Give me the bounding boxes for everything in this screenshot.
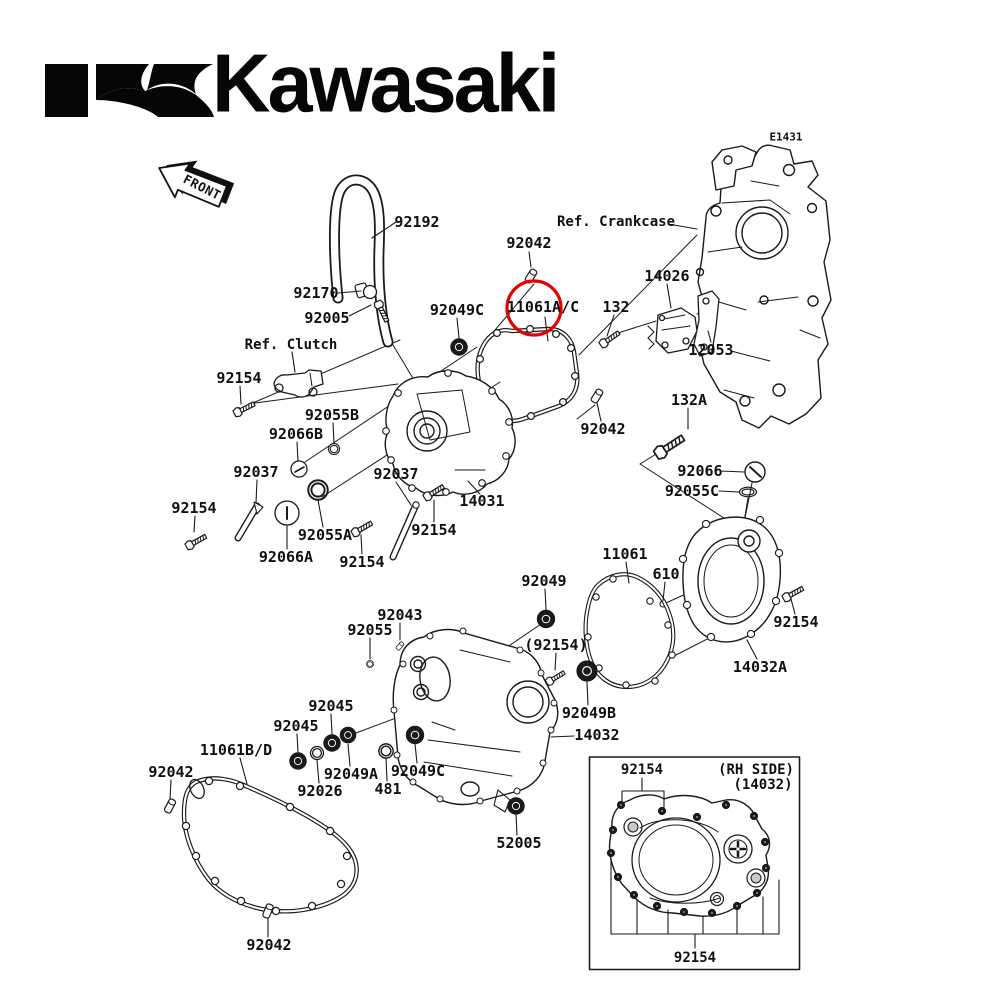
- part-label-92055b: 92055B: [304, 406, 360, 424]
- part-label-92066: 92066: [677, 462, 723, 480]
- part-label-92154: 92154: [171, 499, 217, 517]
- part-label-92055: 92055: [347, 621, 393, 639]
- part-label-92042: 92042: [580, 420, 626, 438]
- part-label-92049c: 92049C: [390, 762, 446, 780]
- part-label-92154: (92154): [524, 636, 588, 654]
- magneto-cover-14031: [382, 338, 516, 497]
- part-label-92055a: 92055A: [297, 526, 353, 544]
- part-label-11061bd: 11061B/D: [199, 741, 273, 759]
- highlight-ellipse: [505, 279, 563, 337]
- part-label-610: 610: [652, 565, 680, 583]
- part-label-11061: 11061: [602, 545, 648, 563]
- crankcase-half-14032: [289, 609, 598, 815]
- part-label-92154: 92154: [673, 950, 717, 966]
- part-label-132: 132: [602, 298, 630, 316]
- part-label-92042: 92042: [246, 936, 292, 954]
- part-label-92055c: 92055C: [664, 482, 720, 500]
- part-label-92192: 92192: [394, 213, 440, 231]
- part-label-14032: 14032: [574, 726, 620, 744]
- part-label-14031: 14031: [459, 492, 505, 510]
- part-label-92049a: 92049A: [323, 765, 379, 783]
- part-label-92066a: 92066A: [258, 548, 314, 566]
- part-label-rhside: (RH SIDE): [718, 762, 794, 778]
- part-label-92154: 92154: [339, 553, 385, 571]
- rh-side-inset: [588, 756, 801, 971]
- leader-lines: [169, 221, 796, 938]
- kawasaki-logo-mark: [45, 64, 214, 117]
- part-label-14032: (14032): [733, 777, 793, 793]
- part-label-92045: 92045: [308, 697, 354, 715]
- part-label-14032a: 14032A: [732, 658, 788, 676]
- part-label-92170: 92170: [293, 284, 339, 302]
- clutch-release-parts: [183, 369, 447, 561]
- part-label-92066b: 92066B: [268, 425, 324, 443]
- part-label-refcrankcase: Ref. Crankcase: [556, 214, 676, 230]
- part-label-92049: 92049: [521, 572, 567, 590]
- part-label-92042: 92042: [148, 763, 194, 781]
- part-label-92049b: 92049B: [561, 704, 617, 722]
- part-label-refclutch: Ref. Clutch: [244, 337, 338, 353]
- front-arrow-icon: FRONT: [158, 160, 235, 208]
- breather-hose: [328, 174, 394, 348]
- part-label-92043: 92043: [377, 606, 423, 624]
- part-label-92049c: 92049C: [429, 301, 485, 319]
- part-label-92026: 92026: [297, 782, 343, 800]
- crankcase-drawing: [695, 144, 832, 429]
- part-label-14026: 14026: [644, 267, 690, 285]
- chain-guide-bracket: [597, 290, 720, 357]
- clutch-cover-parts: [523, 267, 806, 643]
- part-label-92005: 92005: [304, 309, 350, 327]
- part-label-11061ac: 11061A/C: [506, 298, 580, 316]
- part-label-92154: 92154: [620, 762, 664, 778]
- part-label-92154: 92154: [411, 521, 457, 539]
- part-label-52005: 52005: [496, 834, 542, 852]
- gasket-11061bd: [163, 776, 359, 920]
- part-label-92042: 92042: [506, 234, 552, 252]
- part-label-92037: 92037: [233, 463, 279, 481]
- part-label-e1431: E1431: [769, 130, 803, 144]
- part-label-92037: 92037: [373, 465, 419, 483]
- part-label-92045: 92045: [273, 717, 319, 735]
- part-label-92154: 92154: [216, 369, 262, 387]
- part-label-92154: 92154: [773, 613, 819, 631]
- kawasaki-logo-text: Kawasaki: [212, 38, 560, 130]
- part-label-12053: 12053: [688, 341, 734, 359]
- part-label-132a: 132A: [670, 391, 708, 409]
- part-label-481: 481: [374, 780, 402, 798]
- gasket-11061: [583, 572, 676, 690]
